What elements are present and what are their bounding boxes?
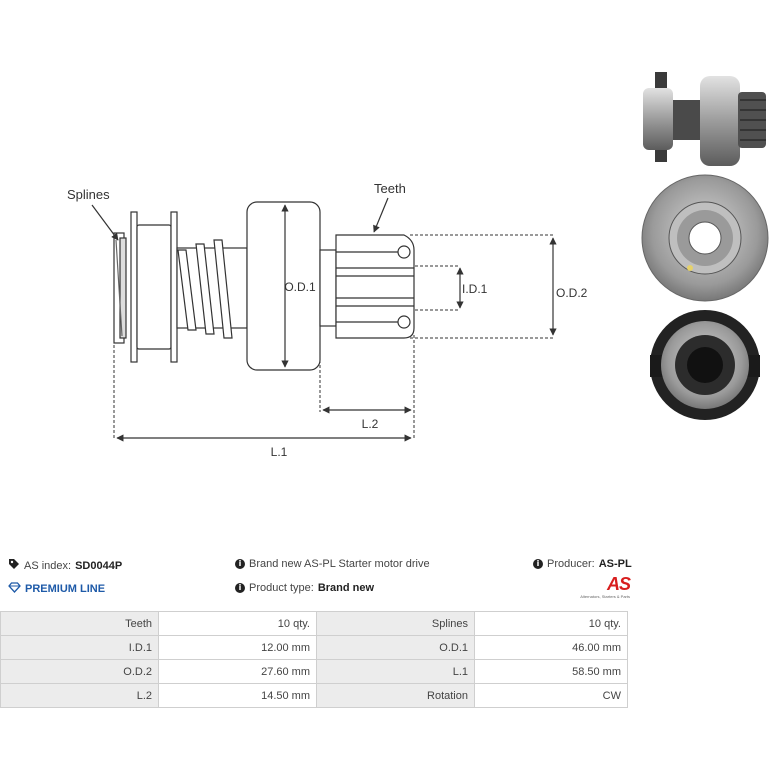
spec-label: L.1 bbox=[316, 659, 475, 684]
drive-splines-part bbox=[113, 211, 178, 363]
producer-value: AS-PL bbox=[598, 558, 632, 570]
pinion-gear bbox=[319, 234, 415, 339]
spec-label: O.D.1 bbox=[316, 635, 475, 660]
product-type-value: Brand new bbox=[317, 582, 375, 594]
tag-icon bbox=[8, 558, 20, 573]
product-type-row: i Product type: Brand new bbox=[235, 582, 374, 594]
diamond-icon bbox=[8, 582, 21, 596]
premium-line: PREMIUM LINE bbox=[8, 582, 105, 596]
info-icon: i bbox=[235, 559, 245, 569]
drive-spring bbox=[176, 239, 248, 339]
description-text: Brand new AS-PL Starter motor drive bbox=[249, 558, 430, 570]
label-l2: L.2 bbox=[362, 417, 379, 431]
label-splines: Splines bbox=[67, 187, 110, 202]
spec-value: 58.50 mm bbox=[474, 659, 628, 684]
table-row: Teeth 10 qty. Splines 10 qty. bbox=[0, 611, 628, 636]
photo-rear-view bbox=[650, 310, 760, 420]
producer-label: Producer: bbox=[547, 558, 595, 570]
label-teeth: Teeth bbox=[374, 181, 406, 196]
photo-pinion-face bbox=[641, 174, 769, 302]
as-pl-logo: AS Alternators, Starters & Parts bbox=[560, 574, 631, 602]
spec-value: 46.00 mm bbox=[474, 635, 628, 660]
description-row: i Brand new AS-PL Starter motor drive bbox=[235, 558, 430, 570]
product-type-label: Product type: bbox=[249, 582, 314, 594]
info-icon: i bbox=[235, 583, 245, 593]
spec-value: 14.50 mm bbox=[158, 683, 317, 708]
as-index-row: AS index: SD0044P bbox=[8, 558, 122, 573]
table-row: I.D.1 12.00 mm O.D.1 46.00 mm bbox=[0, 635, 628, 660]
photo-side-view bbox=[643, 72, 766, 166]
spec-value: CW bbox=[474, 683, 628, 708]
table-row: L.2 14.50 mm Rotation CW bbox=[0, 683, 628, 708]
info-icon: i bbox=[533, 559, 543, 569]
logo-subtitle: Alternators, Starters & Parts bbox=[580, 594, 630, 599]
label-id1: I.D.1 bbox=[462, 282, 488, 296]
spec-value: 10 qty. bbox=[474, 611, 628, 636]
spec-value: 10 qty. bbox=[158, 611, 317, 636]
table-row: O.D.2 27.60 mm L.1 58.50 mm bbox=[0, 659, 628, 684]
label-od1: O.D.1 bbox=[284, 280, 316, 294]
spec-label: L.2 bbox=[0, 683, 159, 708]
as-index-value: SD0044P bbox=[75, 559, 123, 572]
as-index-label: AS index: bbox=[24, 559, 72, 572]
label-od2: O.D.2 bbox=[556, 286, 588, 300]
spec-label: Splines bbox=[316, 611, 475, 636]
spec-label: Rotation bbox=[316, 683, 475, 708]
producer-row: i Producer: AS-PL bbox=[533, 558, 632, 570]
spec-label: I.D.1 bbox=[0, 635, 159, 660]
label-l1: L.1 bbox=[271, 445, 288, 459]
premium-line-label: PREMIUM LINE bbox=[25, 583, 106, 595]
spec-label: O.D.2 bbox=[0, 659, 159, 684]
spec-table: Teeth 10 qty. Splines 10 qty. I.D.1 12.0… bbox=[0, 611, 628, 708]
spec-label: Teeth bbox=[0, 611, 159, 636]
technical-drawing: Splines Teeth O.D.1 I.D.1 O.D.2 L.2 L.1 bbox=[67, 72, 769, 459]
spec-value: 27.60 mm bbox=[158, 659, 317, 684]
logo-text: AS bbox=[606, 574, 631, 594]
spec-value: 12.00 mm bbox=[158, 635, 317, 660]
